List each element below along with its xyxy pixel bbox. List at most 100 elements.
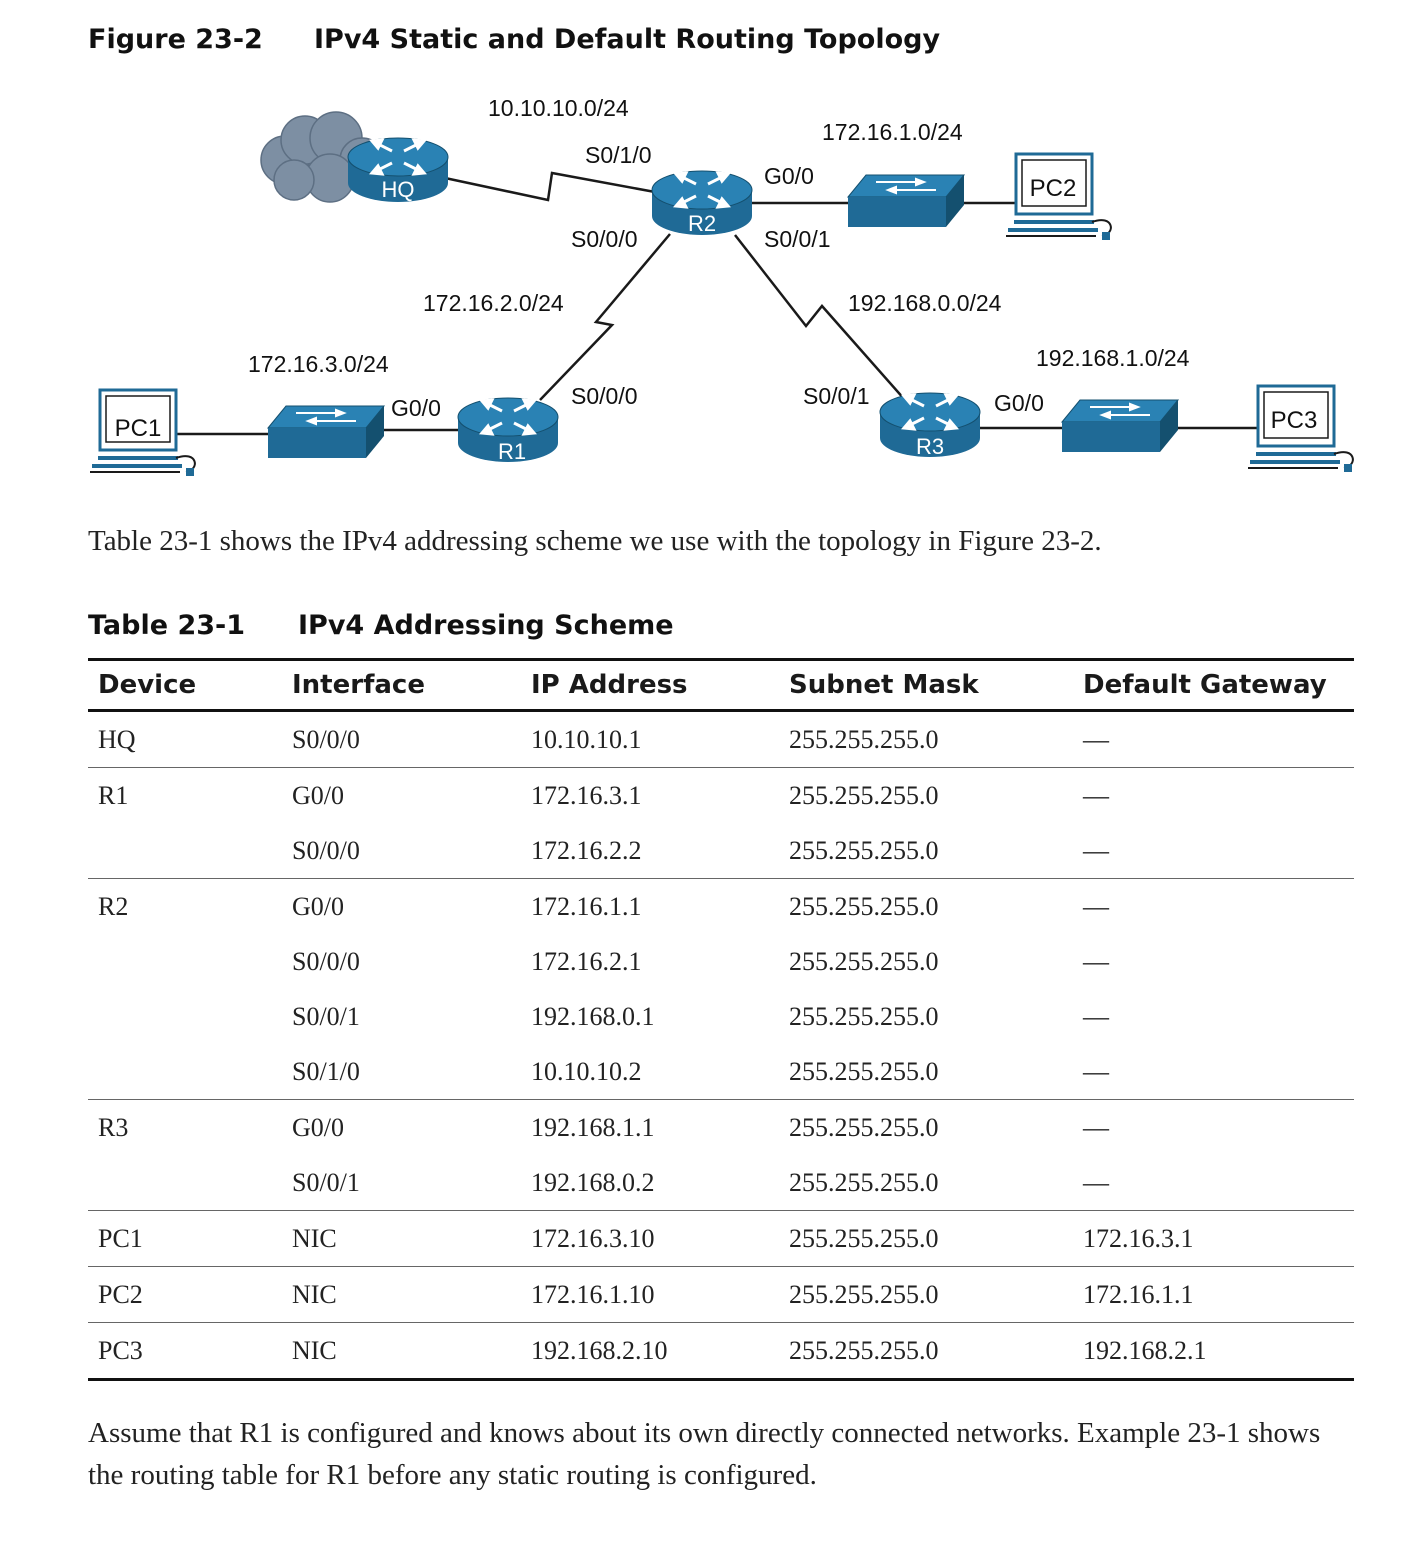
intro-paragraph: Table 23-1 shows the IPv4 addressing sch… <box>88 525 1102 557</box>
cell-ip-address: 172.16.2.1 <box>531 946 642 976</box>
cell-device <box>88 1155 282 1211</box>
cell-device: PC3 <box>88 1322 282 1381</box>
table-header-row: Device Interface IP Address Subnet Mask … <box>88 658 1354 712</box>
table-row: S0/0/0 172.16.2.2 255.255.255.0 — <box>88 823 1354 879</box>
outro-paragraph: Assume that R1 is configured and knows a… <box>88 1417 1321 1491</box>
cell-interface: G0/0 <box>282 878 521 934</box>
cell-subnet-mask: 255.255.255.0 <box>779 1322 1073 1381</box>
cell-default-gateway: 192.168.2.1 <box>1073 1322 1354 1381</box>
cell-interface: G0/0 <box>282 1099 521 1155</box>
cell-interface: S0/0/0 <box>292 946 360 976</box>
header-ip-address: IP Address <box>521 658 779 712</box>
serial-link-r2-r3 <box>734 234 906 401</box>
cell-subnet-mask: 255.255.255.0 <box>789 835 939 865</box>
topology-diagram: HQ R2 R1 R3 PC1 PC2 PC3 10.10.10.0/24 17… <box>88 95 1355 478</box>
cell-interface: NIC <box>282 1322 521 1381</box>
header-default-gateway: Default Gateway <box>1073 658 1354 712</box>
network-label-hq-r2: 10.10.10.0/24 <box>488 95 629 121</box>
cell-interface: NIC <box>282 1266 521 1323</box>
cell-default-gateway: — <box>1073 878 1354 934</box>
network-label-r2-r3: 192.168.0.0/24 <box>848 290 1002 316</box>
cell-subnet-mask: 255.255.255.0 <box>779 767 1073 823</box>
header-device: Device <box>88 658 282 712</box>
table-row: S0/0/1 192.168.0.2 255.255.255.0 — <box>88 1155 1354 1211</box>
cell-device <box>88 1044 282 1100</box>
table-row: S0/1/0 10.10.10.2 255.255.255.0 — <box>88 1044 1354 1100</box>
interface-label-r2-s000: S0/0/0 <box>571 226 638 252</box>
switch-r2-lan-icon[interactable] <box>847 174 965 228</box>
cell-subnet-mask: 255.255.255.0 <box>789 1001 939 1031</box>
cell-device <box>88 934 282 989</box>
cell-ip-address: 10.10.10.2 <box>531 1056 642 1086</box>
cell-subnet-mask: 255.255.255.0 <box>789 724 939 754</box>
serial-link-r1-r2 <box>539 233 671 401</box>
table-caption: Table 23-1 IPv4 Addressing Scheme <box>88 610 674 641</box>
figure-number: Figure 23-2 <box>88 24 263 55</box>
cell-interface: S0/0/1 <box>292 1167 360 1197</box>
cell-device: HQ <box>98 724 136 754</box>
cell-subnet-mask: 255.255.255.0 <box>779 1099 1073 1155</box>
cell-device <box>88 989 282 1044</box>
cell-ip-address: 10.10.10.1 <box>531 724 642 754</box>
interface-label-r3-g00: G0/0 <box>994 390 1044 416</box>
pc1-label: PC1 <box>115 415 162 442</box>
table-title: IPv4 Addressing Scheme <box>298 610 674 641</box>
cell-device: R1 <box>88 767 282 823</box>
cell-default-gateway: — <box>1083 1001 1109 1031</box>
cell-ip-address: 172.16.2.2 <box>531 835 642 865</box>
interface-label-r1-g00: G0/0 <box>391 395 441 421</box>
cell-interface: G0/0 <box>282 767 521 823</box>
cell-interface: NIC <box>282 1210 521 1267</box>
cell-device: R3 <box>88 1099 282 1155</box>
cell-ip-address: 192.168.2.10 <box>521 1322 779 1381</box>
cell-subnet-mask: 255.255.255.0 <box>779 1266 1073 1323</box>
pc2-label: PC2 <box>1030 175 1077 202</box>
cell-interface: S0/0/0 <box>292 835 360 865</box>
cell-subnet-mask: 255.255.255.0 <box>779 878 1073 934</box>
pc3-label: PC3 <box>1271 407 1318 434</box>
figure-caption: Figure 23-2 IPv4 Static and Default Routi… <box>88 24 940 55</box>
cell-default-gateway: 172.16.1.1 <box>1073 1266 1354 1323</box>
cell-subnet-mask: 255.255.255.0 <box>779 1210 1073 1267</box>
router-r1-label: R1 <box>498 439 526 464</box>
cell-ip-address: 172.16.3.1 <box>521 767 779 823</box>
interface-label-r2-s001: S0/0/1 <box>764 226 831 252</box>
cell-default-gateway: — <box>1083 1167 1109 1197</box>
serial-link-hq-r2 <box>444 171 656 202</box>
cell-device: R2 <box>88 878 282 934</box>
cell-default-gateway: — <box>1083 946 1109 976</box>
interface-label-r3-s001: S0/0/1 <box>803 383 870 409</box>
cell-ip-address: 192.168.1.1 <box>521 1099 779 1155</box>
cell-device: PC2 <box>88 1266 282 1323</box>
network-label-r1-r2: 172.16.2.0/24 <box>423 290 564 316</box>
table-number: Table 23-1 <box>88 610 246 641</box>
figure-title: IPv4 Static and Default Routing Topology <box>314 24 941 55</box>
cell-device: PC1 <box>88 1210 282 1267</box>
header-interface: Interface <box>282 658 521 712</box>
router-r2-label: R2 <box>688 211 716 236</box>
router-r3-label: R3 <box>916 434 944 459</box>
cell-default-gateway: — <box>1083 724 1109 754</box>
cell-ip-address: 172.16.1.10 <box>521 1266 779 1323</box>
cell-default-gateway: — <box>1083 835 1109 865</box>
cell-default-gateway: — <box>1083 1056 1109 1086</box>
switch-r3-lan-icon[interactable] <box>1061 399 1179 453</box>
cell-interface: S0/1/0 <box>292 1056 360 1086</box>
switch-r1-lan-icon[interactable] <box>267 405 385 459</box>
cell-device <box>88 823 282 879</box>
cell-subnet-mask: 255.255.255.0 <box>789 1056 939 1086</box>
interface-label-r2-s010: S0/1/0 <box>585 142 652 168</box>
cell-subnet-mask: 255.255.255.0 <box>789 1167 939 1197</box>
cell-ip-address: 192.168.0.1 <box>531 1001 655 1031</box>
cell-ip-address: 192.168.0.2 <box>531 1167 655 1197</box>
cell-ip-address: 172.16.1.1 <box>521 878 779 934</box>
